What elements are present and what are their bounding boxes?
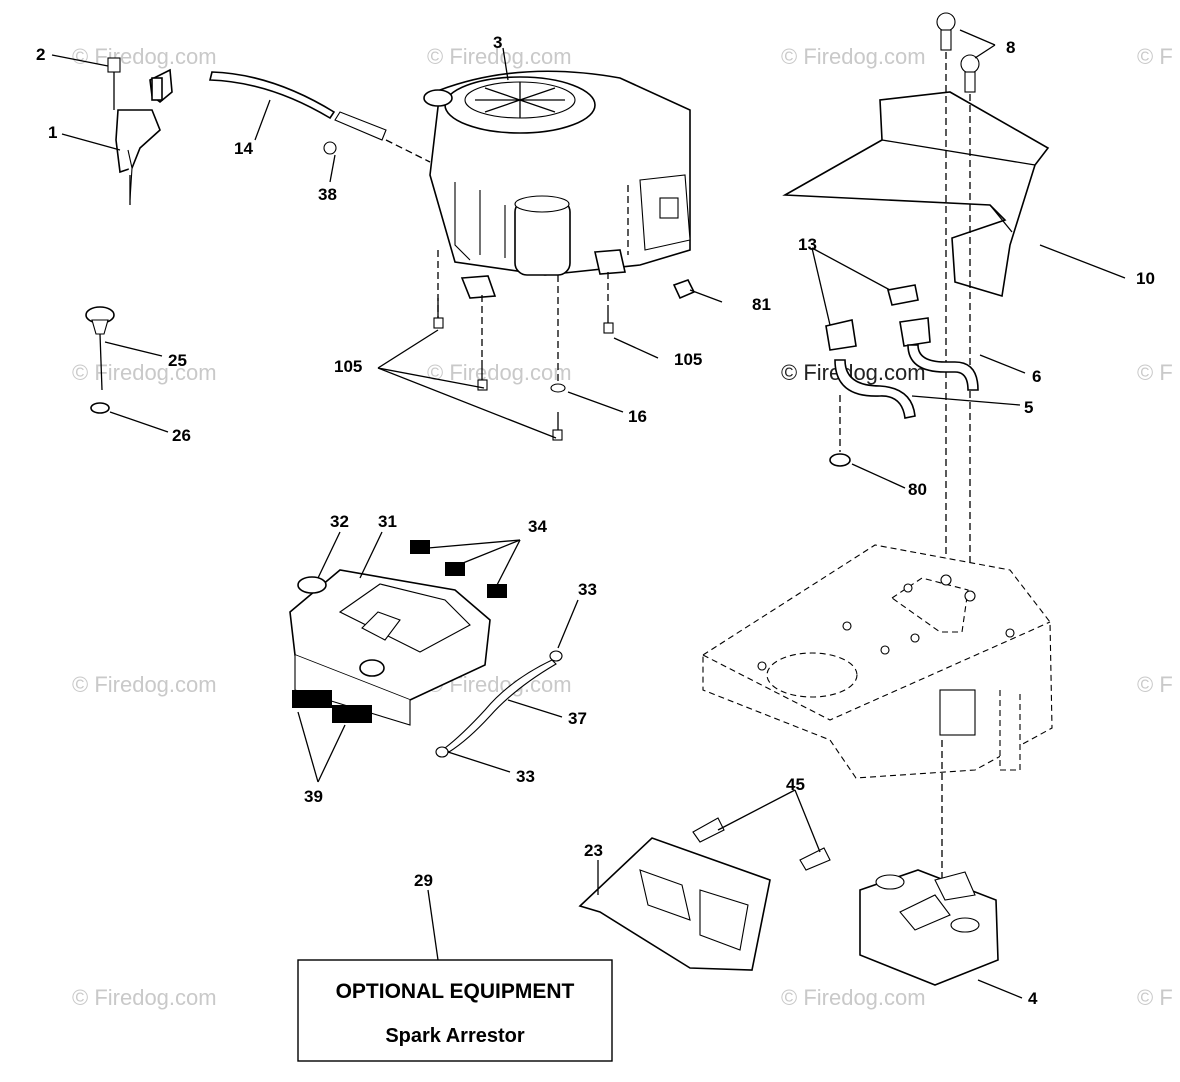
callout-16: 16 (628, 407, 647, 426)
callout-6: 6 (1032, 367, 1041, 386)
callout-14: 14 (234, 139, 253, 158)
tank-pad (292, 690, 332, 708)
callout-10: 10 (1136, 269, 1155, 288)
callout-80: 80 (908, 480, 927, 499)
callout-1: 1 (48, 123, 57, 142)
callout-105: 105 (334, 357, 362, 376)
chassis-frame (702, 544, 1053, 880)
watermark: © Firedog.com (72, 985, 217, 1010)
muffler-bracket (578, 817, 831, 971)
heat-shield (782, 91, 1050, 298)
callout-34: 34 (528, 517, 547, 536)
watermarks: © Firedog.com © Firedog.com © Firedog.co… (72, 44, 1173, 1010)
optional-equipment-title: OPTIONAL EQUIPMENT (336, 980, 575, 1003)
dipstick (85, 306, 115, 414)
callout-5: 5 (1024, 398, 1033, 417)
callout-23: 23 (584, 841, 603, 860)
watermark: © Firedog.com (72, 360, 217, 385)
callout-2: 2 (36, 45, 45, 64)
tank-pad (332, 705, 372, 723)
optional-equipment-subtitle: Spark Arrestor (385, 1025, 525, 1047)
callout-105: 105 (674, 350, 702, 369)
fuel-hose (208, 71, 431, 163)
callout-45: 45 (786, 775, 805, 794)
optional-equipment-box: OPTIONAL EQUIPMENT Spark Arrestor (297, 959, 613, 1062)
callout-81: 81 (752, 295, 771, 314)
callout-37: 37 (568, 709, 587, 728)
tank-pad (410, 540, 430, 554)
engine-bolts (433, 298, 614, 441)
muffler (859, 869, 999, 986)
shield-bolts (936, 12, 980, 595)
callout-8: 8 (1006, 38, 1015, 57)
callout-38: 38 (318, 185, 337, 204)
watermark: © Firedog.com (427, 44, 572, 69)
watermark: © Firedog.com (72, 672, 217, 697)
callout-26: 26 (172, 426, 191, 445)
callout-39: 39 (304, 787, 323, 806)
callout-leaders (51, 29, 1126, 999)
callout-25: 25 (168, 351, 187, 370)
watermark: © Firedog.com (72, 44, 217, 69)
watermark-partial: © F (1137, 672, 1173, 697)
callout-29: 29 (414, 871, 433, 890)
callout-labels: 2 1 3 14 38 8 10 13 81 6 5 80 105 105 16… (36, 33, 1155, 1008)
callout-31: 31 (378, 512, 397, 531)
tank-pad (445, 562, 465, 576)
watermark: © Firedog.com (781, 44, 926, 69)
callout-33: 33 (578, 580, 597, 599)
callout-32: 32 (330, 512, 349, 531)
throttle-control-bracket (107, 57, 173, 205)
fuel-tank (289, 540, 507, 726)
tank-pad (487, 584, 507, 598)
callout-4: 4 (1028, 989, 1038, 1008)
watermark-partial: © F (1137, 360, 1173, 385)
watermark-partial: © F (1137, 985, 1173, 1010)
watermark-partial: © F (1137, 44, 1173, 69)
callout-13: 13 (798, 235, 817, 254)
engine (423, 70, 691, 385)
watermark: © Firedog.com (781, 985, 926, 1010)
watermark: © Firedog.com (427, 360, 572, 385)
callout-33: 33 (516, 767, 535, 786)
callout-3: 3 (493, 33, 502, 52)
engine-nut (672, 279, 696, 300)
exhaust-pipes (825, 284, 979, 467)
